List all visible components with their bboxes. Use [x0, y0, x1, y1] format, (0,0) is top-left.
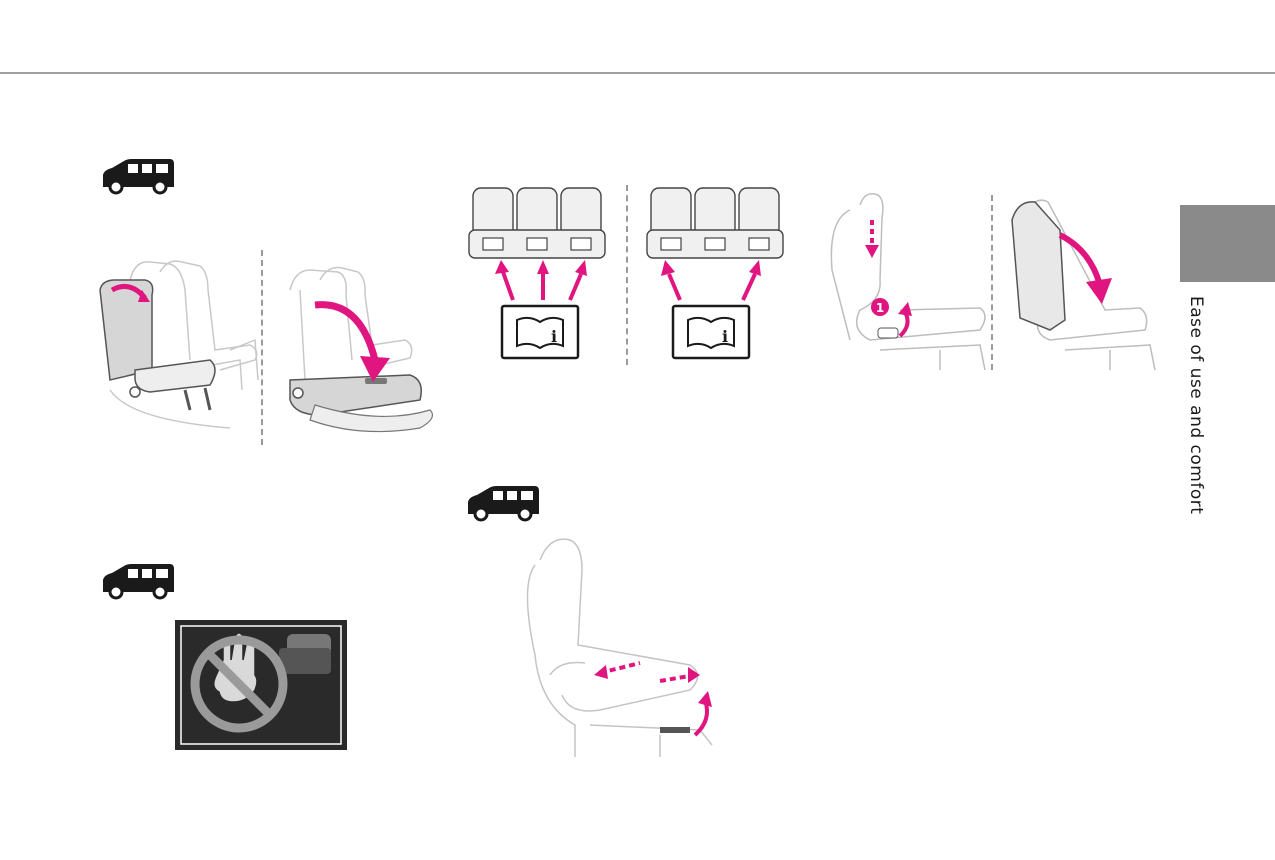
divider-1 — [261, 250, 263, 445]
seat-cushion-adjust-illustration — [526, 538, 713, 757]
rear-seat-fold-illustration — [99, 260, 433, 433]
passenger-seat-fold-illustration: 1 — [830, 193, 1156, 371]
chapter-title: Ease of use and comfort — [1186, 296, 1206, 515]
van-icon — [103, 159, 174, 195]
divider-2 — [626, 185, 628, 365]
no-hand-warning-icon — [175, 620, 347, 750]
step-marker: 1 — [876, 301, 884, 315]
van-icon — [468, 486, 539, 522]
svg-text:i: i — [722, 327, 728, 346]
manual-book-icon: i — [500, 304, 580, 360]
chapter-tab — [1180, 205, 1275, 282]
rear-bench-manual-reference-illustration: i i — [468, 187, 784, 360]
header-rule — [0, 72, 1275, 74]
divider-3 — [991, 195, 993, 370]
manual-book-icon: i — [671, 304, 751, 360]
van-icon — [103, 564, 174, 600]
svg-text:i: i — [551, 327, 557, 346]
